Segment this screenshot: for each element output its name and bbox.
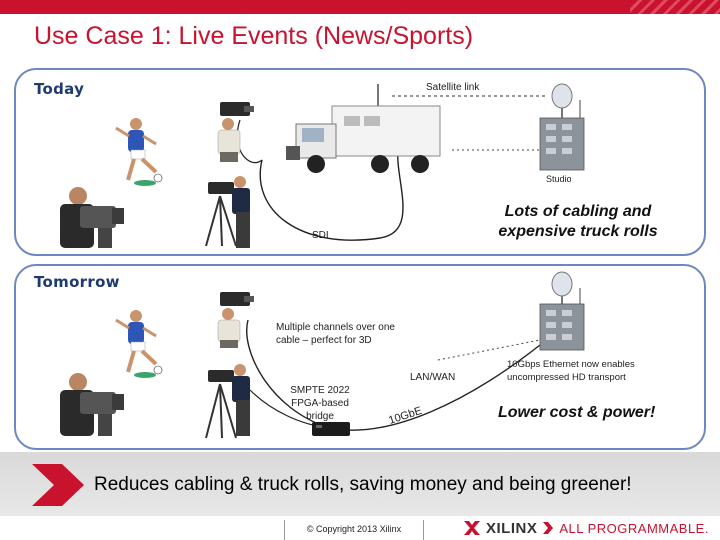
today-callout: Lots of cabling and expensive truck roll… bbox=[498, 203, 658, 240]
tomorrow-panel bbox=[14, 264, 706, 450]
bridge-note: SMPTE 2022 FPGA-based bridge bbox=[290, 385, 350, 422]
copyright-divider bbox=[284, 520, 424, 540]
multi-channel-note: Multiple channels over one cable – perfe… bbox=[276, 322, 395, 346]
lan-wan-label: LAN/WAN bbox=[410, 372, 456, 383]
top-bar-pattern bbox=[630, 0, 720, 14]
brand-tagline: ALL PROGRAMMABLE. bbox=[559, 520, 709, 536]
tomorrow-callout: Lower cost & power! bbox=[498, 404, 656, 421]
tomorrow-label: Tomorrow bbox=[34, 273, 120, 291]
banner-text: Reduces cabling & truck rolls, saving mo… bbox=[94, 474, 632, 495]
today-label: Today bbox=[34, 80, 85, 98]
brand-row: XILINX ALL PROGRAMMABLE. bbox=[464, 518, 709, 538]
brand-name: XILINX bbox=[486, 519, 538, 537]
copyright-text: © Copyright 2013 Xilinx bbox=[306, 524, 402, 534]
slide-title: Use Case 1: Live Events (News/Sports) bbox=[34, 22, 474, 50]
chevron-right-icon bbox=[543, 522, 554, 534]
chevron-arrow-icon bbox=[32, 464, 84, 506]
xilinx-logo-icon bbox=[464, 521, 480, 535]
sdi-label: SDI bbox=[312, 230, 329, 241]
top-accent-bar bbox=[0, 0, 720, 14]
satellite-link-label: Satellite link bbox=[426, 82, 480, 93]
bottom-banner bbox=[0, 452, 720, 516]
ethernet-note: 10Gbps Ethernet now enables uncompressed… bbox=[507, 359, 635, 383]
